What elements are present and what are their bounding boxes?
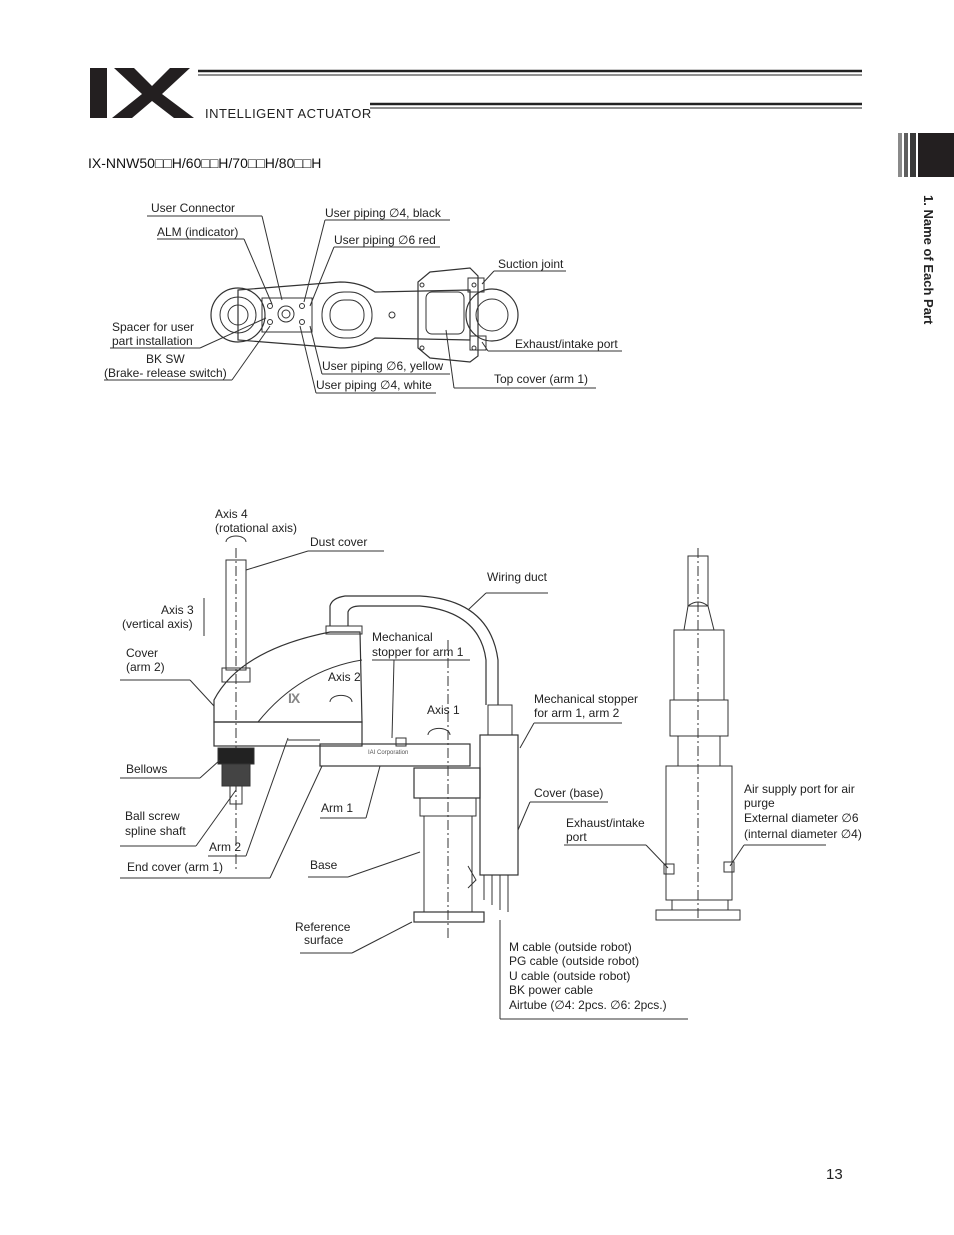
label-piping-6-red: User piping ∅6 red xyxy=(334,233,436,247)
label-piping-6-yellow: User piping ∅6, yellow xyxy=(322,359,444,373)
label-air-supply-4: (internal diameter ∅4) xyxy=(744,827,862,841)
side-view-drawing xyxy=(120,535,826,1020)
label-bk-sw-1: BK SW xyxy=(146,352,185,366)
label-axis1: Axis 1 xyxy=(427,703,460,717)
label-axis3-1: Axis 3 xyxy=(161,603,194,617)
label-alm-indicator: ALM (indicator) xyxy=(157,225,239,239)
label-cable-m: M cable (outside robot) xyxy=(509,940,632,954)
label-suction-joint: Suction joint xyxy=(498,257,564,271)
label-exhaust-side-2: port xyxy=(566,830,587,844)
page-number: 13 xyxy=(826,1166,843,1183)
label-piping-4-white: User piping ∅4, white xyxy=(316,378,432,392)
label-bk-sw-2: (Brake- release switch) xyxy=(104,366,227,380)
label-cover-arm2-2: (arm 2) xyxy=(126,660,165,674)
label-axis4-1: Axis 4 xyxy=(215,507,248,521)
label-piping-4-black: User piping ∅4, black xyxy=(325,206,441,220)
label-spacer-2: part installation xyxy=(112,334,193,348)
label-cable-bk: BK power cable xyxy=(509,983,594,997)
label-axis4-2: (rotational axis) xyxy=(215,521,298,535)
label-mech-stopper1-2: stopper for arm 1 xyxy=(372,645,464,659)
label-airtube: Airtube (∅4: 2pcs. ∅6: 2pcs.) xyxy=(509,998,667,1012)
label-axis2: Axis 2 xyxy=(328,670,361,684)
label-air-supply-1: Air supply port for air xyxy=(744,782,855,796)
label-dust-cover: Dust cover xyxy=(310,535,368,549)
label-cable-pg: PG cable (outside robot) xyxy=(509,954,640,968)
label-cable-u: U cable (outside robot) xyxy=(509,969,631,983)
label-arm1: Arm 1 xyxy=(321,801,354,815)
label-top-cover: Top cover (arm 1) xyxy=(494,372,589,386)
ix-logo xyxy=(90,68,200,125)
header-rules xyxy=(198,69,862,109)
label-cover-arm2-1: Cover xyxy=(126,646,159,660)
label-arm2: Arm 2 xyxy=(209,840,242,854)
model-title: IX-NNW50□□H/60□□H/70□□H/80□□H xyxy=(88,155,322,171)
label-end-cover: End cover (arm 1) xyxy=(127,860,224,874)
label-air-supply-3: External diameter ∅6 xyxy=(744,811,859,825)
side-tab-stripes xyxy=(898,133,916,177)
label-reference-1: Reference xyxy=(295,920,351,934)
label-spacer-1: Spacer for user xyxy=(112,320,195,334)
label-bellows: Bellows xyxy=(126,762,168,776)
label-cover-base: Cover (base) xyxy=(534,786,604,800)
label-air-supply-2: purge xyxy=(744,796,775,810)
label-exhaust-intake-top: Exhaust/intake port xyxy=(515,337,618,351)
plate-brand-mark: IAI Corporation xyxy=(368,750,409,756)
label-wiring-duct: Wiring duct xyxy=(487,570,548,584)
label-ball-screw-2: spline shaft xyxy=(125,824,186,838)
cover-brand-mark: IX xyxy=(288,690,300,706)
top-view-drawing xyxy=(104,215,622,394)
label-axis3-2: (vertical axis) xyxy=(122,617,193,631)
label-ball-screw-1: Ball screw xyxy=(125,809,180,823)
label-mech-stopper12-1: Mechanical stopper xyxy=(534,692,639,706)
label-mech-stopper1-1: Mechanical xyxy=(372,630,433,644)
label-mech-stopper12-2: for arm 1, arm 2 xyxy=(534,706,620,720)
label-reference-2: surface xyxy=(304,933,344,947)
side-tab-block xyxy=(918,133,954,177)
header-subtitle: INTELLIGENT ACTUATOR xyxy=(205,106,372,121)
label-user-connector: User Connector xyxy=(151,201,236,215)
label-exhaust-side-1: Exhaust/intake xyxy=(566,816,645,830)
label-base: Base xyxy=(310,858,338,872)
